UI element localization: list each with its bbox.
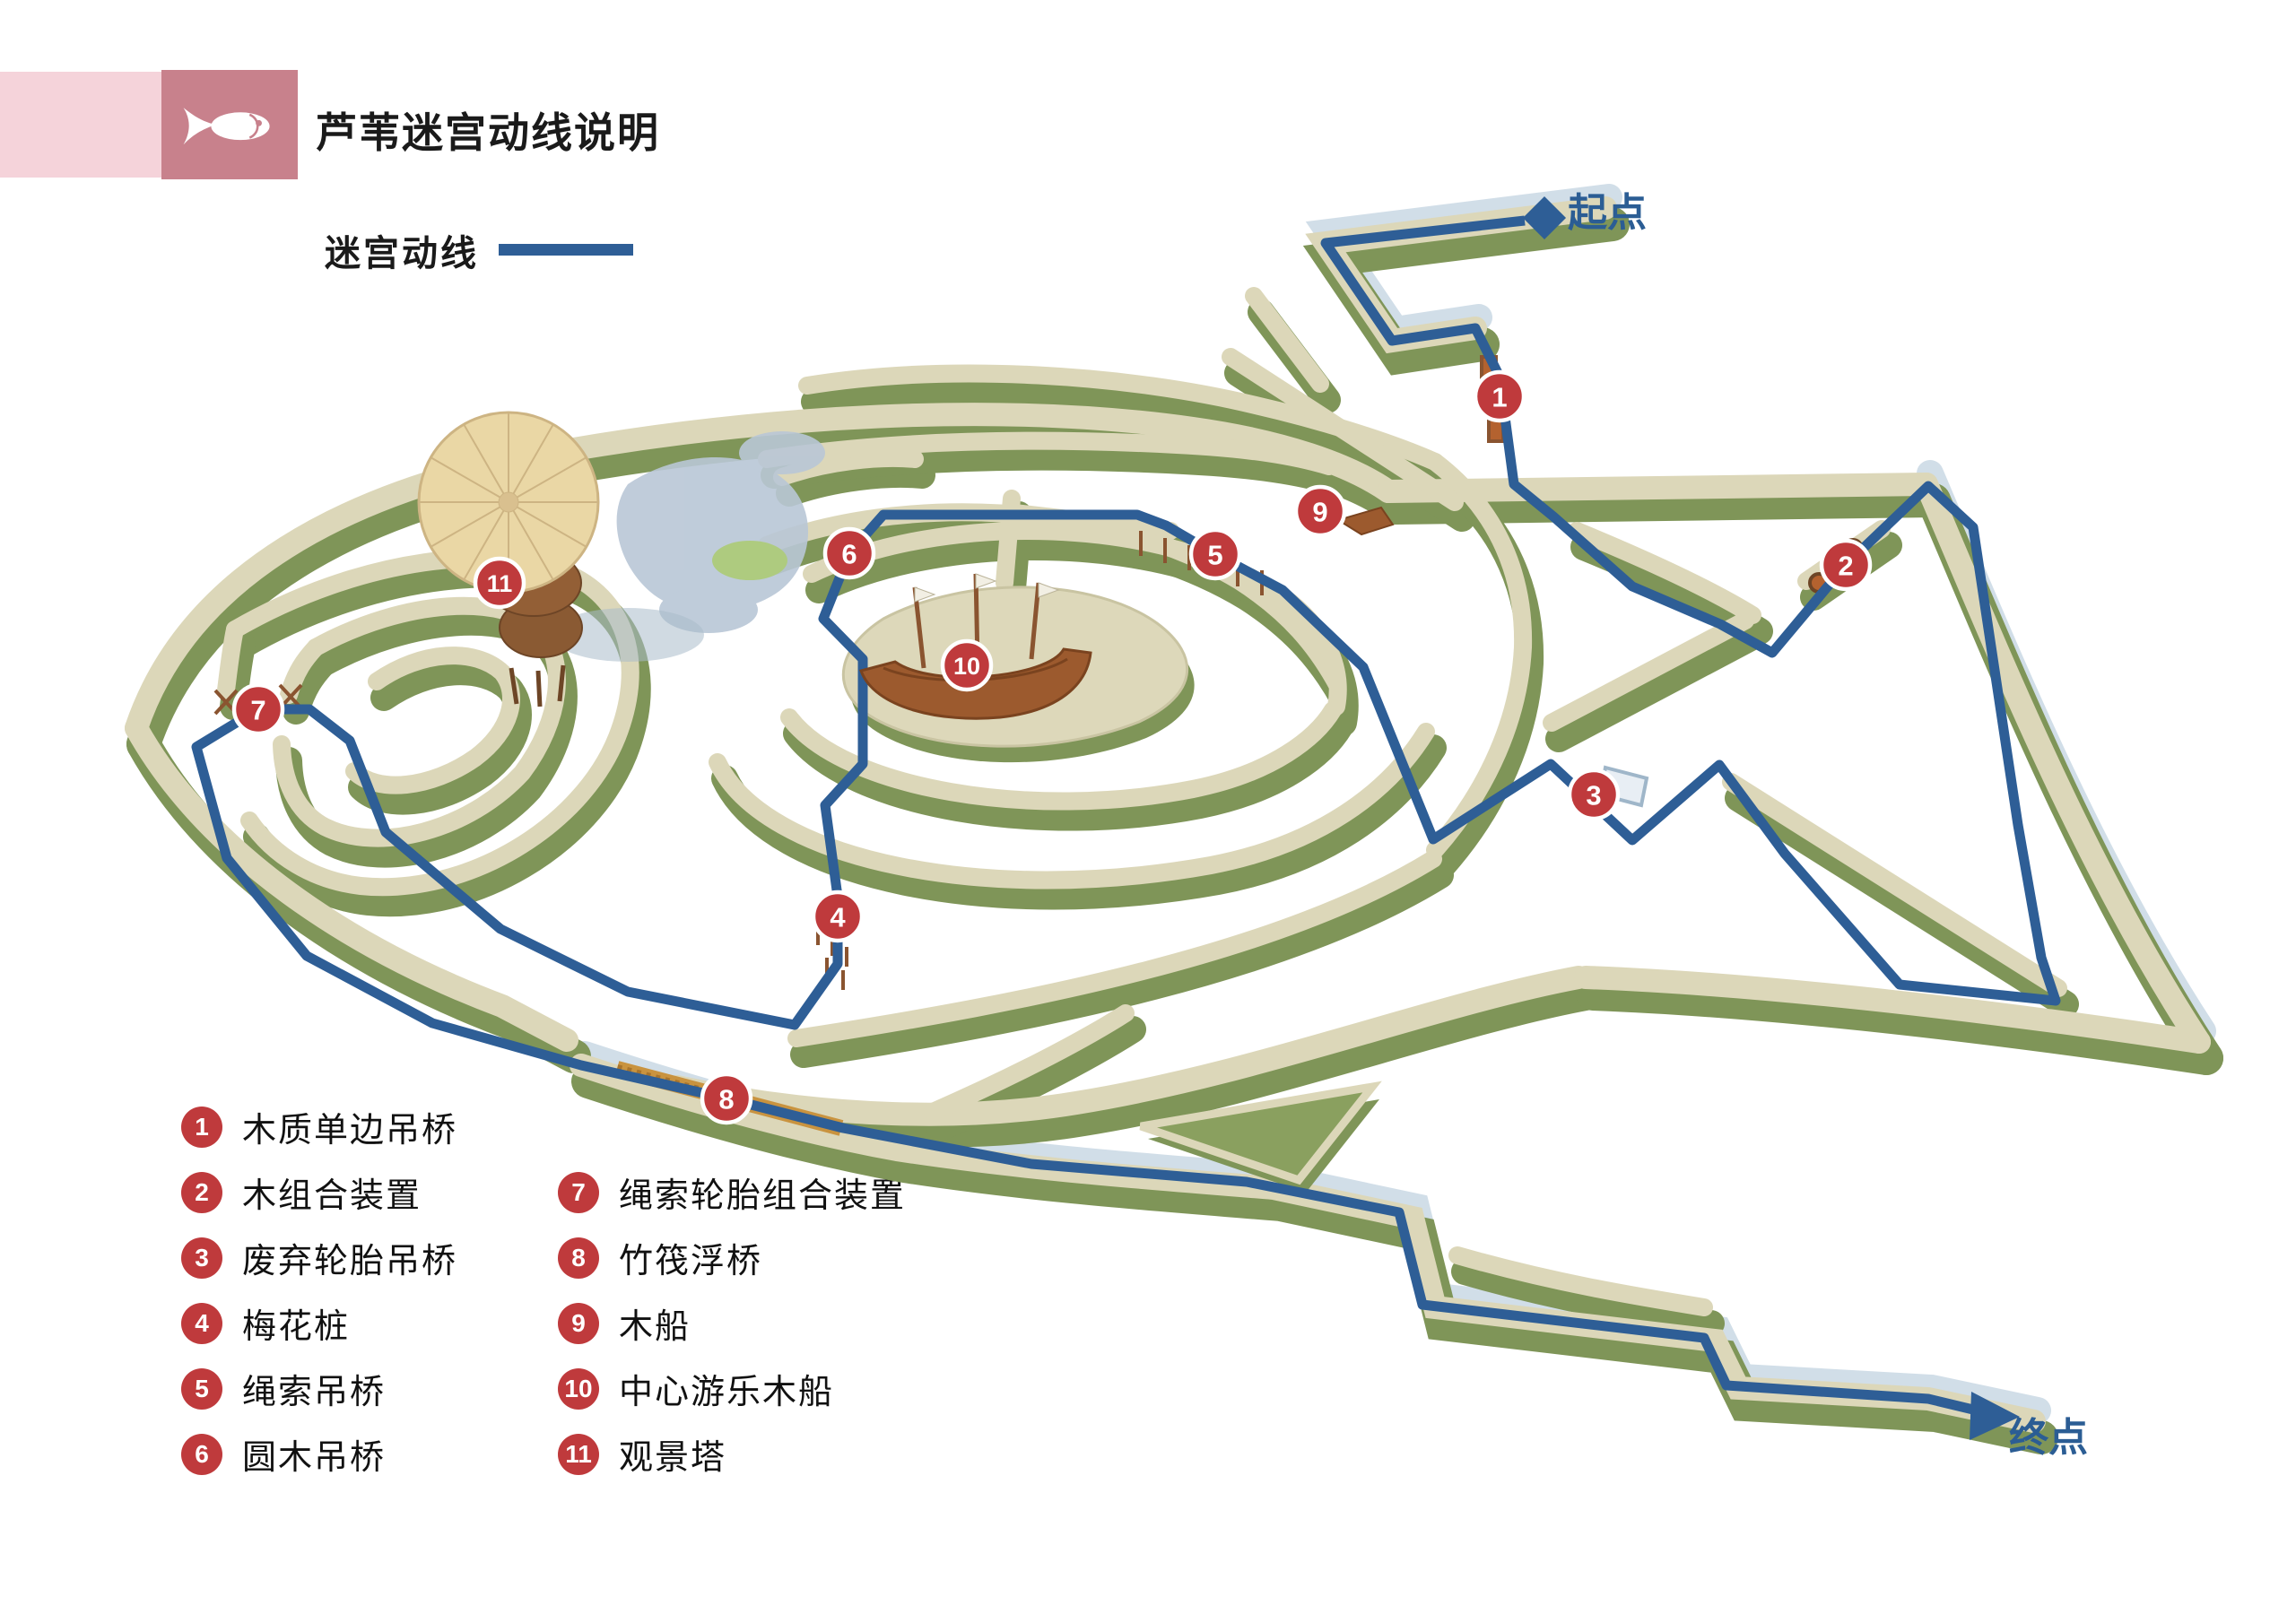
map-marker-1: 1 <box>1473 369 1526 423</box>
svg-text:1: 1 <box>1492 382 1507 413</box>
legend-item-label: 绳索吊桥 <box>242 1374 387 1411</box>
small-boat <box>1335 506 1395 536</box>
logo-strip <box>0 72 161 178</box>
svg-text:11: 11 <box>487 570 513 597</box>
map-marker-2: 2 <box>1819 538 1873 592</box>
svg-text:3: 3 <box>1586 780 1601 812</box>
legend-number-badge: 4 <box>181 1302 222 1344</box>
legend-number-badge: 1 <box>181 1106 222 1148</box>
svg-text:4: 4 <box>830 902 846 933</box>
legend-number-badge: 5 <box>181 1367 222 1410</box>
legend-item-7: 7 绳索轮胎组合装置 <box>558 1167 906 1217</box>
svg-text:5: 5 <box>1207 540 1222 571</box>
legend-number-badge: 8 <box>558 1237 599 1279</box>
legend-item-3: 3 废弃轮胎吊桥 <box>181 1233 457 1282</box>
map-marker-5: 5 <box>1188 527 1242 581</box>
grass-patch <box>712 541 787 580</box>
map-marker-3: 3 <box>1567 768 1621 821</box>
legend-item-label: 竹筏浮桥 <box>619 1243 763 1280</box>
legend-item-label: 木船 <box>619 1308 691 1346</box>
legend-item-label: 观景塔 <box>619 1439 727 1477</box>
legend-number-badge: 7 <box>558 1171 599 1213</box>
legend-item-label: 木质单边吊桥 <box>242 1112 458 1150</box>
legend-number-badge: 11 <box>558 1433 599 1475</box>
map-marker-9: 9 <box>1293 484 1347 538</box>
legend-item-1: 1 木质单边吊桥 <box>181 1102 457 1151</box>
legend-item-11: 11 观景塔 <box>558 1429 726 1479</box>
legend-item-5: 5 绳索吊桥 <box>181 1364 386 1413</box>
svg-text:8: 8 <box>718 1084 734 1115</box>
legend-number-badge: 10 <box>558 1367 599 1410</box>
map-marker-6: 6 <box>822 526 876 580</box>
legend-number-badge: 3 <box>181 1237 222 1279</box>
fish-icon <box>183 108 270 145</box>
svg-text:6: 6 <box>841 539 857 570</box>
map-marker-10: 10 <box>940 638 994 692</box>
page-title: 芦苇迷宫动线说明 <box>316 109 660 156</box>
legend-number-badge: 9 <box>558 1302 599 1344</box>
device-7-icon <box>213 683 303 716</box>
legend-item-9: 9 木船 <box>558 1298 691 1348</box>
legend-item-label: 中心游乐木船 <box>619 1374 835 1411</box>
legend-item-8: 8 竹筏浮桥 <box>558 1233 762 1282</box>
map-marker-11: 11 <box>473 556 526 610</box>
svg-text:2: 2 <box>1838 551 1853 582</box>
legend-number-badge: 2 <box>181 1171 222 1213</box>
end-label: 终点 <box>2009 1416 2088 1460</box>
legend-item-4: 4 梅花桩 <box>181 1298 350 1348</box>
logo <box>161 70 298 179</box>
map-marker-7: 7 <box>231 682 285 736</box>
legend-item-label: 绳索轮胎组合装置 <box>619 1177 907 1215</box>
svg-text:9: 9 <box>1312 497 1327 528</box>
legend-item-10: 10 中心游乐木船 <box>558 1364 834 1413</box>
legend-item-label: 废弃轮胎吊桥 <box>242 1243 458 1280</box>
legend-item-label: 梅花桩 <box>242 1308 351 1346</box>
map-marker-8: 8 <box>700 1072 753 1125</box>
legend-item-label: 圆木吊桥 <box>242 1439 387 1477</box>
legend-number-badge: 6 <box>181 1433 222 1475</box>
map-markers: 1 2 3 4 5 6 7 8 9 10 11 <box>231 369 1873 1125</box>
route-key-swatch <box>499 244 633 256</box>
svg-text:10: 10 <box>953 653 980 680</box>
map-marker-4: 4 <box>811 890 865 943</box>
svg-text:7: 7 <box>250 695 265 726</box>
device-4-icon <box>816 925 848 990</box>
triangle-wall <box>1139 1081 1382 1193</box>
end-arrow-icon <box>1970 1392 2020 1440</box>
start-label: 起点 <box>1568 191 1647 235</box>
route-key-label: 迷宫动线 <box>325 234 479 273</box>
legend-item-2: 2 木组合装置 <box>181 1167 422 1217</box>
legend-item-6: 6 圆木吊桥 <box>181 1429 386 1479</box>
legend-item-label: 木组合装置 <box>242 1177 422 1215</box>
